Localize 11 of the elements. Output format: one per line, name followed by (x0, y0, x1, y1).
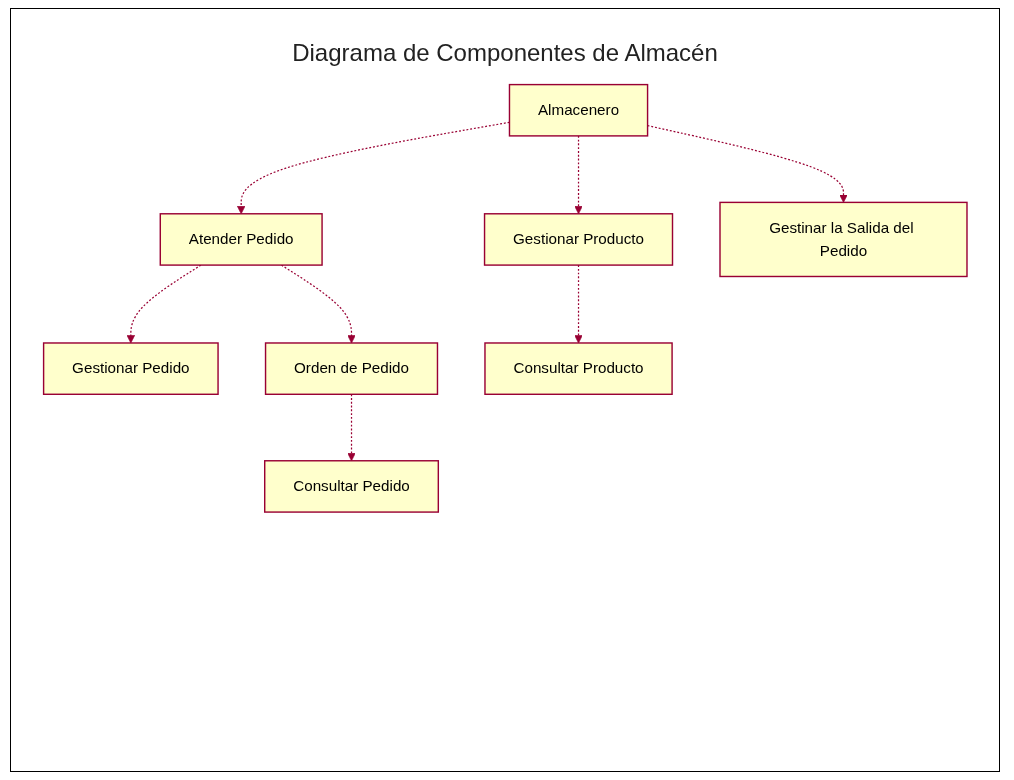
component-box: Almacenero (508, 83, 648, 137)
component-box: Gestionar Producto (483, 213, 673, 266)
component-box: Consultar Producto (483, 342, 673, 395)
component-box: Gestionar Pedido (42, 342, 219, 395)
component-box: Consultar Pedido (263, 460, 439, 513)
component-box: Atender Pedido (159, 213, 323, 266)
diagram-title: Diagrama de Componentes de Almacén (292, 39, 718, 67)
dependency-arrow (347, 393, 356, 462)
component-box: Gestinar la Salida del Pedido (719, 201, 968, 278)
dependency-arrow (574, 135, 583, 215)
component-box: Orden de Pedido (264, 342, 438, 395)
